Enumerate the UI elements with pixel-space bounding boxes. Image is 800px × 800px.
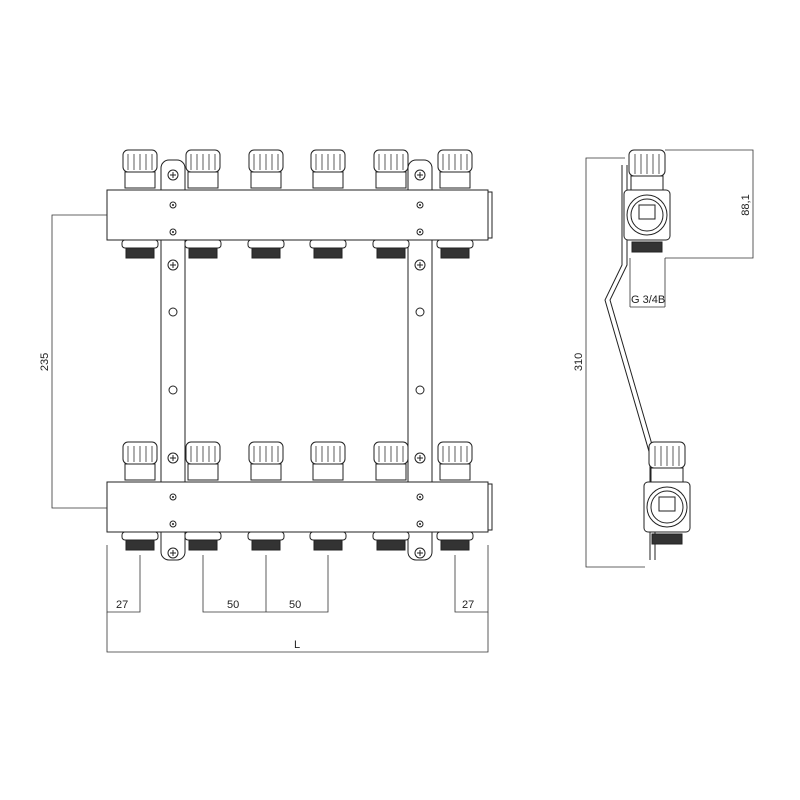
bolt-icon [169,520,177,528]
thread [251,539,281,551]
mounting-bracket [407,159,433,561]
thread [631,241,663,253]
screw-icon [167,169,179,181]
valve-body [439,463,471,481]
side-valve [643,441,691,545]
dim-L: L [294,639,300,651]
valve-body [124,171,156,189]
nut [184,239,222,249]
side-view [604,149,691,560]
side-valve [623,149,671,253]
mounting-bracket [160,159,186,561]
mount-hole [415,385,425,395]
valve-body [312,463,344,481]
thread [188,539,218,551]
thread [251,247,281,259]
nut [247,531,285,541]
bolt-icon [416,520,424,528]
front-view [106,149,493,561]
screw-icon [167,259,179,271]
bolt-icon [416,228,424,236]
thread [440,247,470,259]
header-body [106,481,489,533]
dim-27-left: 27 [116,599,128,611]
valve-body [250,463,282,481]
valve-body [375,171,407,189]
valve-body [187,463,219,481]
nut [436,531,474,541]
thread [313,539,343,551]
valve-body [187,171,219,189]
nut [309,239,347,249]
valve-body [250,171,282,189]
screw-icon [167,547,179,559]
thread [440,539,470,551]
screw-icon [414,547,426,559]
thread [313,247,343,259]
nut [372,239,410,249]
valve-body [312,171,344,189]
thread [125,247,155,259]
end-cap [487,191,493,239]
thread-spec: G 3/4B [631,294,665,306]
dimension-lines: 235 27 50 50 27 L 310 88,1 G 3/4B [39,149,754,653]
thread [651,533,683,545]
thread [376,539,406,551]
nut [184,531,222,541]
thread [188,247,218,259]
screw-icon [414,259,426,271]
valve-body [439,171,471,189]
bolt-icon [169,201,177,209]
nut [372,531,410,541]
thread [125,539,155,551]
nut [309,531,347,541]
sight-glass [626,194,668,236]
header-bar [106,441,493,551]
bolt-icon [169,228,177,236]
end-cap [487,483,493,531]
dim-88-1: 88,1 [740,194,752,215]
header-body [106,189,489,241]
screw-icon [414,169,426,181]
bolt-icon [416,493,424,501]
bolt-icon [169,493,177,501]
valve-body [375,463,407,481]
mount-hole [168,307,178,317]
nut [247,239,285,249]
valve-body [124,463,156,481]
nut [121,531,159,541]
sight-glass [646,486,688,528]
screw-icon [167,452,179,464]
dim-50-b: 50 [289,599,301,611]
mount-hole [415,307,425,317]
dim-27-right: 27 [462,599,474,611]
thread [376,247,406,259]
dim-310: 310 [573,353,585,371]
mount-hole [168,385,178,395]
nut [436,239,474,249]
dim-235: 235 [39,353,51,371]
nut [121,239,159,249]
screw-icon [414,452,426,464]
bolt-icon [416,201,424,209]
dim-50-a: 50 [227,599,239,611]
